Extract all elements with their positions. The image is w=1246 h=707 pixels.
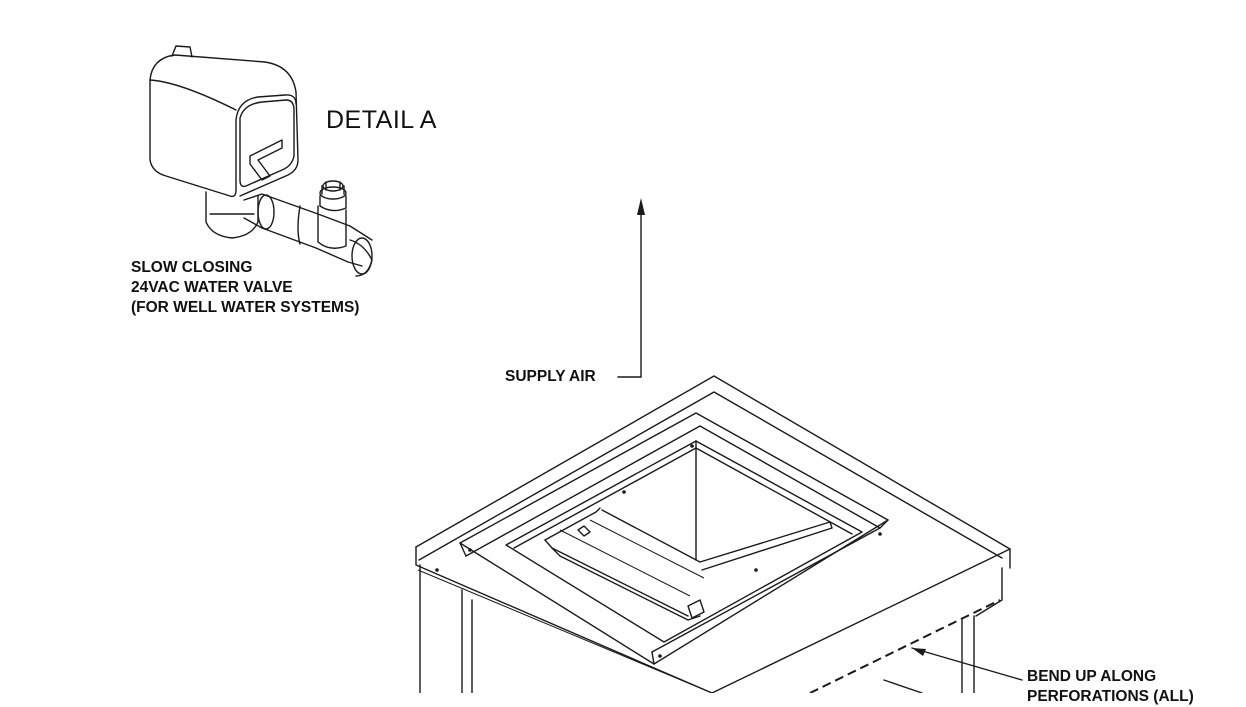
- detail-title: DETAIL A: [326, 106, 437, 134]
- valve-caption-line: (FOR WELL WATER SYSTEMS): [131, 299, 360, 316]
- bend-label-line: BEND UP ALONG: [1027, 668, 1157, 685]
- bend-label-line: PERFORATIONS (ALL): [1027, 688, 1194, 705]
- supply-air-arrow: [617, 198, 645, 378]
- valve-caption: SLOW CLOSING 24VAC WATER VALVE (FOR WELL…: [131, 258, 359, 318]
- unit-cabinet: [415, 375, 1023, 693]
- valve-caption-line: SLOW CLOSING: [131, 259, 253, 276]
- supply-air-label: SUPPLY AIR: [505, 368, 596, 385]
- bend-up-label: BEND UP ALONG PERFORATIONS (ALL): [1027, 667, 1194, 707]
- water-valve-illustration: [149, 45, 373, 277]
- valve-caption-line: 24VAC WATER VALVE: [131, 279, 293, 296]
